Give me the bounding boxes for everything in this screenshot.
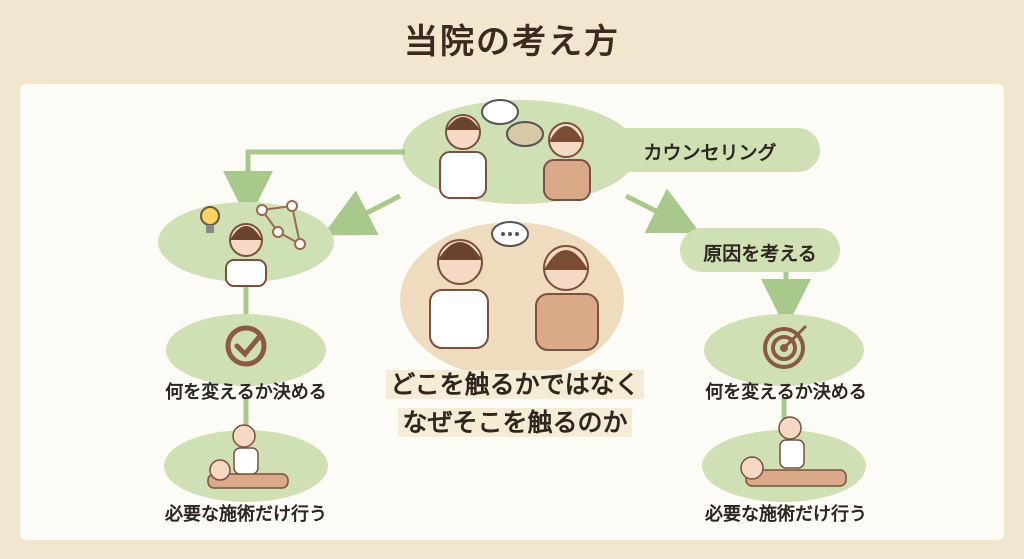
center-message: どこを触るかではなく なぜそこを触るのか [370,366,660,442]
center-line2: なぜそこを触るのか [398,408,632,437]
thinking-person-icon [225,223,267,287]
cause-label: 原因を考える [703,243,817,265]
left-step1-label: 何を変えるか決める [165,382,327,403]
target-icon [763,324,808,369]
center-people-icon [429,221,599,351]
right-step2-label: 必要な施術だけ行う [705,504,867,525]
arrow-to-left-thinking [223,149,405,221]
counseling-pill-bg [560,128,820,172]
lightbulb-icon [200,206,220,233]
left-step2-label: 必要な施術だけ行う [165,504,327,525]
arrow-to-cause [624,188,701,234]
treatment-icon-right [740,416,847,487]
right-step1-label: 何を変えるか決める [705,382,867,403]
arrow-to-left-branch [322,190,402,236]
center-line1: どこを触るかではなく [386,370,644,399]
counseling-people-icon [439,99,591,201]
page-title: 当院の考え方 [404,22,620,62]
cause-pill-bg [680,228,840,272]
network-icon [256,200,306,250]
check-icon [225,325,267,367]
treatment-icon-left [207,424,289,489]
counseling-label: カウンセリング [643,142,777,164]
